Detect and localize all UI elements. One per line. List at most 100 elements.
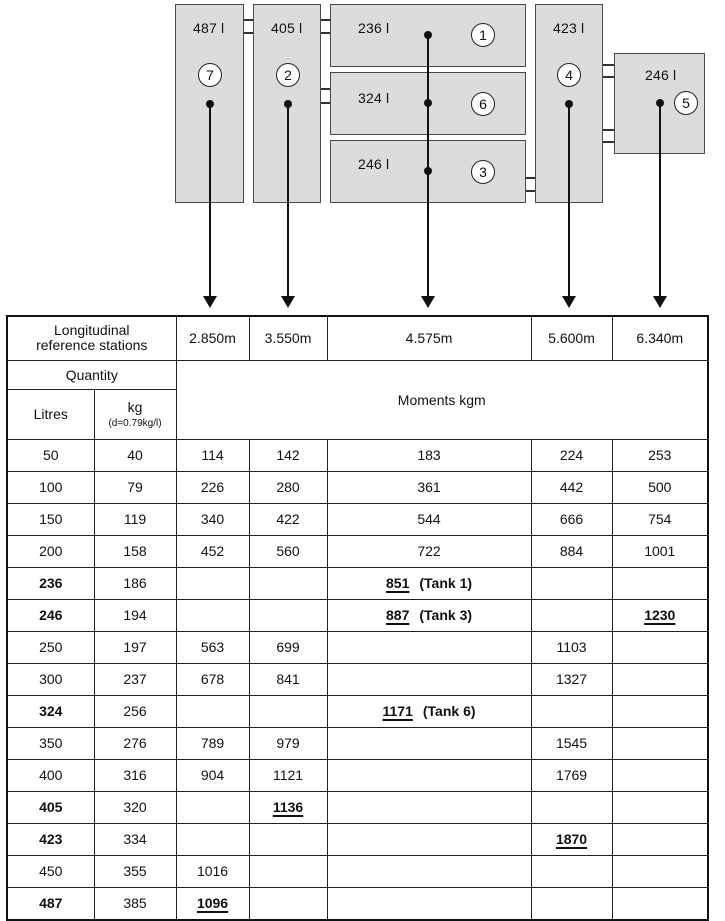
litres-cell: 100 — [6, 470, 95, 504]
pipe-2-6-lower — [321, 102, 330, 104]
moment-cell-m3 — [326, 790, 532, 824]
arrow-line-tank-7 — [209, 103, 211, 296]
moment-cell-m5 — [611, 662, 709, 696]
moment-cell-m3 — [326, 822, 532, 856]
moment-cell-m2 — [248, 694, 328, 728]
moment-cell-m4 — [530, 790, 613, 824]
arrow-line-tank-2 — [287, 103, 289, 296]
arrow-head-tanks-1-6-3 — [421, 296, 435, 308]
moment-cell-m4: 1870 — [530, 822, 613, 856]
moment-cell-m5: 500 — [611, 470, 709, 504]
moment-cell-m1 — [175, 598, 250, 632]
litres-cell: 300 — [6, 662, 95, 696]
stations-label-line2: reference stations — [36, 337, 148, 354]
tank-moment-value: 851 — [386, 575, 410, 591]
moment-cell-m1: 452 — [175, 534, 250, 568]
kg-cell: 40 — [93, 438, 177, 472]
moment-cell-m5: 754 — [611, 502, 709, 536]
moment-cell-m1 — [175, 694, 250, 728]
kg-header: kg — [127, 399, 143, 415]
pipe-4-5-a — [603, 64, 614, 66]
pipe-3-4-lower — [526, 190, 535, 192]
tank-5-number: 5 — [674, 91, 698, 115]
stations-label-line1: Longitudinal — [54, 322, 130, 339]
moment-cell-m4: 442 — [530, 470, 613, 504]
moment-cell-m1: 340 — [175, 502, 250, 536]
station-3550: 3.550m — [248, 315, 328, 361]
pipe-2-6-upper — [321, 88, 330, 90]
moment-cell-m5: 1230 — [611, 598, 709, 632]
moment-cell-m2: 699 — [248, 630, 328, 664]
moment-cell-m4 — [530, 854, 613, 888]
station-6340: 6.340m — [611, 315, 709, 361]
moment-cell-m2: 280 — [248, 470, 328, 504]
moment-cell-m3 — [326, 726, 532, 760]
litres-header: Litres — [6, 388, 95, 440]
station-5600: 5.600m — [530, 315, 613, 361]
tank-2-volume: 405 l — [271, 20, 303, 36]
litres-cell: 236 — [6, 566, 95, 600]
tank-6-number: 6 — [471, 92, 495, 116]
kg-cell: 316 — [93, 758, 177, 792]
moment-cell-m2: 560 — [248, 534, 328, 568]
moment-cell-m5 — [611, 566, 709, 600]
moment-cell-m3: 361 — [326, 470, 532, 504]
moment-cell-m4: 224 — [530, 438, 613, 472]
tank-moment-value: 1136 — [272, 799, 304, 815]
tank-4-number: 4 — [557, 63, 581, 87]
moment-cell-m2: 841 — [248, 662, 328, 696]
kg-cell: 355 — [93, 854, 177, 888]
kg-cell: 237 — [93, 662, 177, 696]
pipe-4-5-d — [603, 141, 614, 143]
kg-cell: 194 — [93, 598, 177, 632]
moment-cell-m3 — [326, 758, 532, 792]
moment-cell-m2 — [248, 854, 328, 888]
moment-cell-m5 — [611, 790, 709, 824]
moment-cell-m2 — [248, 886, 328, 920]
litres-cell: 246 — [6, 598, 95, 632]
kg-cell: 385 — [93, 886, 177, 920]
moment-cell-m4: 1327 — [530, 662, 613, 696]
station-2850: 2.850m — [175, 315, 250, 361]
moment-cell-m1: 563 — [175, 630, 250, 664]
moment-cell-m2: 1121 — [248, 758, 328, 792]
arrow-head-tank-4 — [562, 296, 576, 308]
moment-cell-m3 — [326, 662, 532, 696]
moment-cell-m5: 1001 — [611, 534, 709, 568]
moment-cell-m3 — [326, 630, 532, 664]
tank-7-volume: 487 l — [193, 20, 225, 36]
station-4575: 4.575m — [326, 315, 532, 361]
moment-cell-m5 — [611, 694, 709, 728]
litres-cell: 324 — [6, 694, 95, 728]
tank-note: (Tank 3) — [419, 607, 473, 623]
moment-cell-m5 — [611, 630, 709, 664]
moment-cell-m3: 851(Tank 1) — [326, 566, 532, 600]
tank-1-number: 1 — [471, 23, 495, 47]
moment-cell-m1: 114 — [175, 438, 250, 472]
arrow-head-tank-5 — [653, 296, 667, 308]
stations-header-cell: Longitudinal reference stations — [6, 315, 177, 361]
moment-cell-m4 — [530, 694, 613, 728]
moment-cell-m4: 1769 — [530, 758, 613, 792]
moment-cell-m3: 1171(Tank 6) — [326, 694, 532, 728]
kg-cell: 276 — [93, 726, 177, 760]
moment-cell-m3: 722 — [326, 534, 532, 568]
moment-cell-m1: 904 — [175, 758, 250, 792]
tank-6-volume: 324 l — [358, 90, 390, 106]
moment-cell-m2 — [248, 598, 328, 632]
tank-moment-value: 1171 — [382, 703, 413, 719]
moments-header: Moments kgm — [175, 359, 709, 440]
quantity-header: Quantity — [6, 359, 177, 390]
kg-cell: 197 — [93, 630, 177, 664]
arrow-head-tank-2 — [281, 296, 295, 308]
